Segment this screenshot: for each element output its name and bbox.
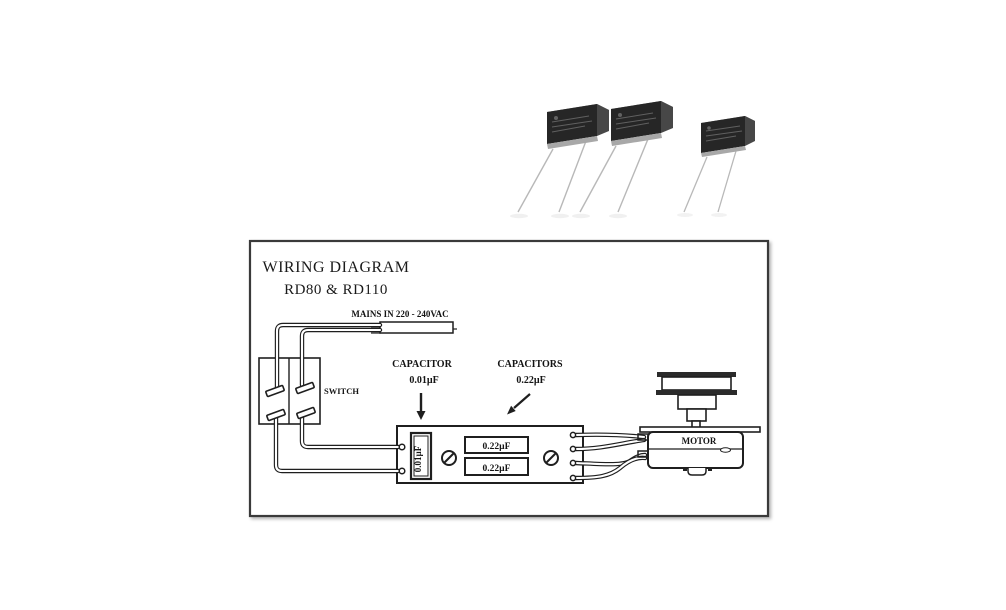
pulley-flange-bottom [656, 390, 737, 395]
board-capacitor-022-a: 0.22µF [464, 436, 529, 454]
pulley-hub [677, 394, 717, 410]
shaft-collar [686, 408, 707, 422]
motor-assembly: MOTOR [637, 372, 761, 476]
callout-022-line2: 0.22µF [516, 375, 545, 386]
film-capacitor-small [683, 116, 755, 213]
motor-label: MOTOR [682, 436, 717, 446]
board-capacitor-022-b: 0.22µF [464, 457, 529, 476]
cable-sheath [379, 321, 454, 334]
diagram-subtitle: RD80 & RD110 [284, 282, 388, 298]
switch-label: SWITCH [324, 386, 359, 396]
down-arrow [416, 393, 426, 420]
screw-left [441, 450, 457, 466]
wires [273, 322, 648, 481]
board-capacitor-022-b-label: 0.22µF [483, 464, 511, 474]
wiring-diagram: WIRING DIAGRAM RD80 & RD110 MAINS IN 220… [248, 239, 770, 518]
callout-capacitors-022: CAPACITORS 0.22µF [497, 359, 563, 415]
motor-terminal-lower [637, 450, 649, 458]
film-capacitor-large-2 [579, 101, 673, 213]
callout-001-line1: CAPACITOR [392, 359, 452, 370]
pulley-flange-top [657, 372, 736, 377]
motor-detail [720, 447, 731, 453]
callout-022-line1: CAPACITORS [497, 359, 563, 370]
capacitor-markings [615, 112, 657, 130]
lead-shadows [510, 213, 727, 219]
motor-terminal-upper [637, 433, 649, 441]
callout-001-line2: 0.01µF [409, 375, 438, 386]
capacitor-board: 0.01µF 0.22µF 0.22µF [396, 425, 584, 484]
motor-pulley [656, 372, 737, 429]
mains-label: MAINS IN 220 - 240VAC [351, 309, 448, 319]
board-terminals [398, 431, 577, 482]
switch-contacts [265, 381, 316, 422]
callout-capacitor-001: CAPACITOR 0.01µF [392, 359, 453, 420]
capacitor-markings [705, 125, 743, 142]
diagonal-arrow [507, 393, 531, 415]
pulley-drum [661, 376, 732, 391]
board-capacitor-022-a-label: 0.22µF [483, 442, 511, 452]
capacitor-photo-group [510, 101, 755, 219]
film-capacitor-large-1 [517, 104, 609, 213]
screw-right [543, 450, 559, 466]
capacitor-markings [551, 115, 593, 133]
board-capacitor-001-label: 0.01µF [413, 445, 423, 472]
motor-foot [687, 468, 707, 476]
diagram-title: WIRING DIAGRAM [263, 259, 410, 276]
